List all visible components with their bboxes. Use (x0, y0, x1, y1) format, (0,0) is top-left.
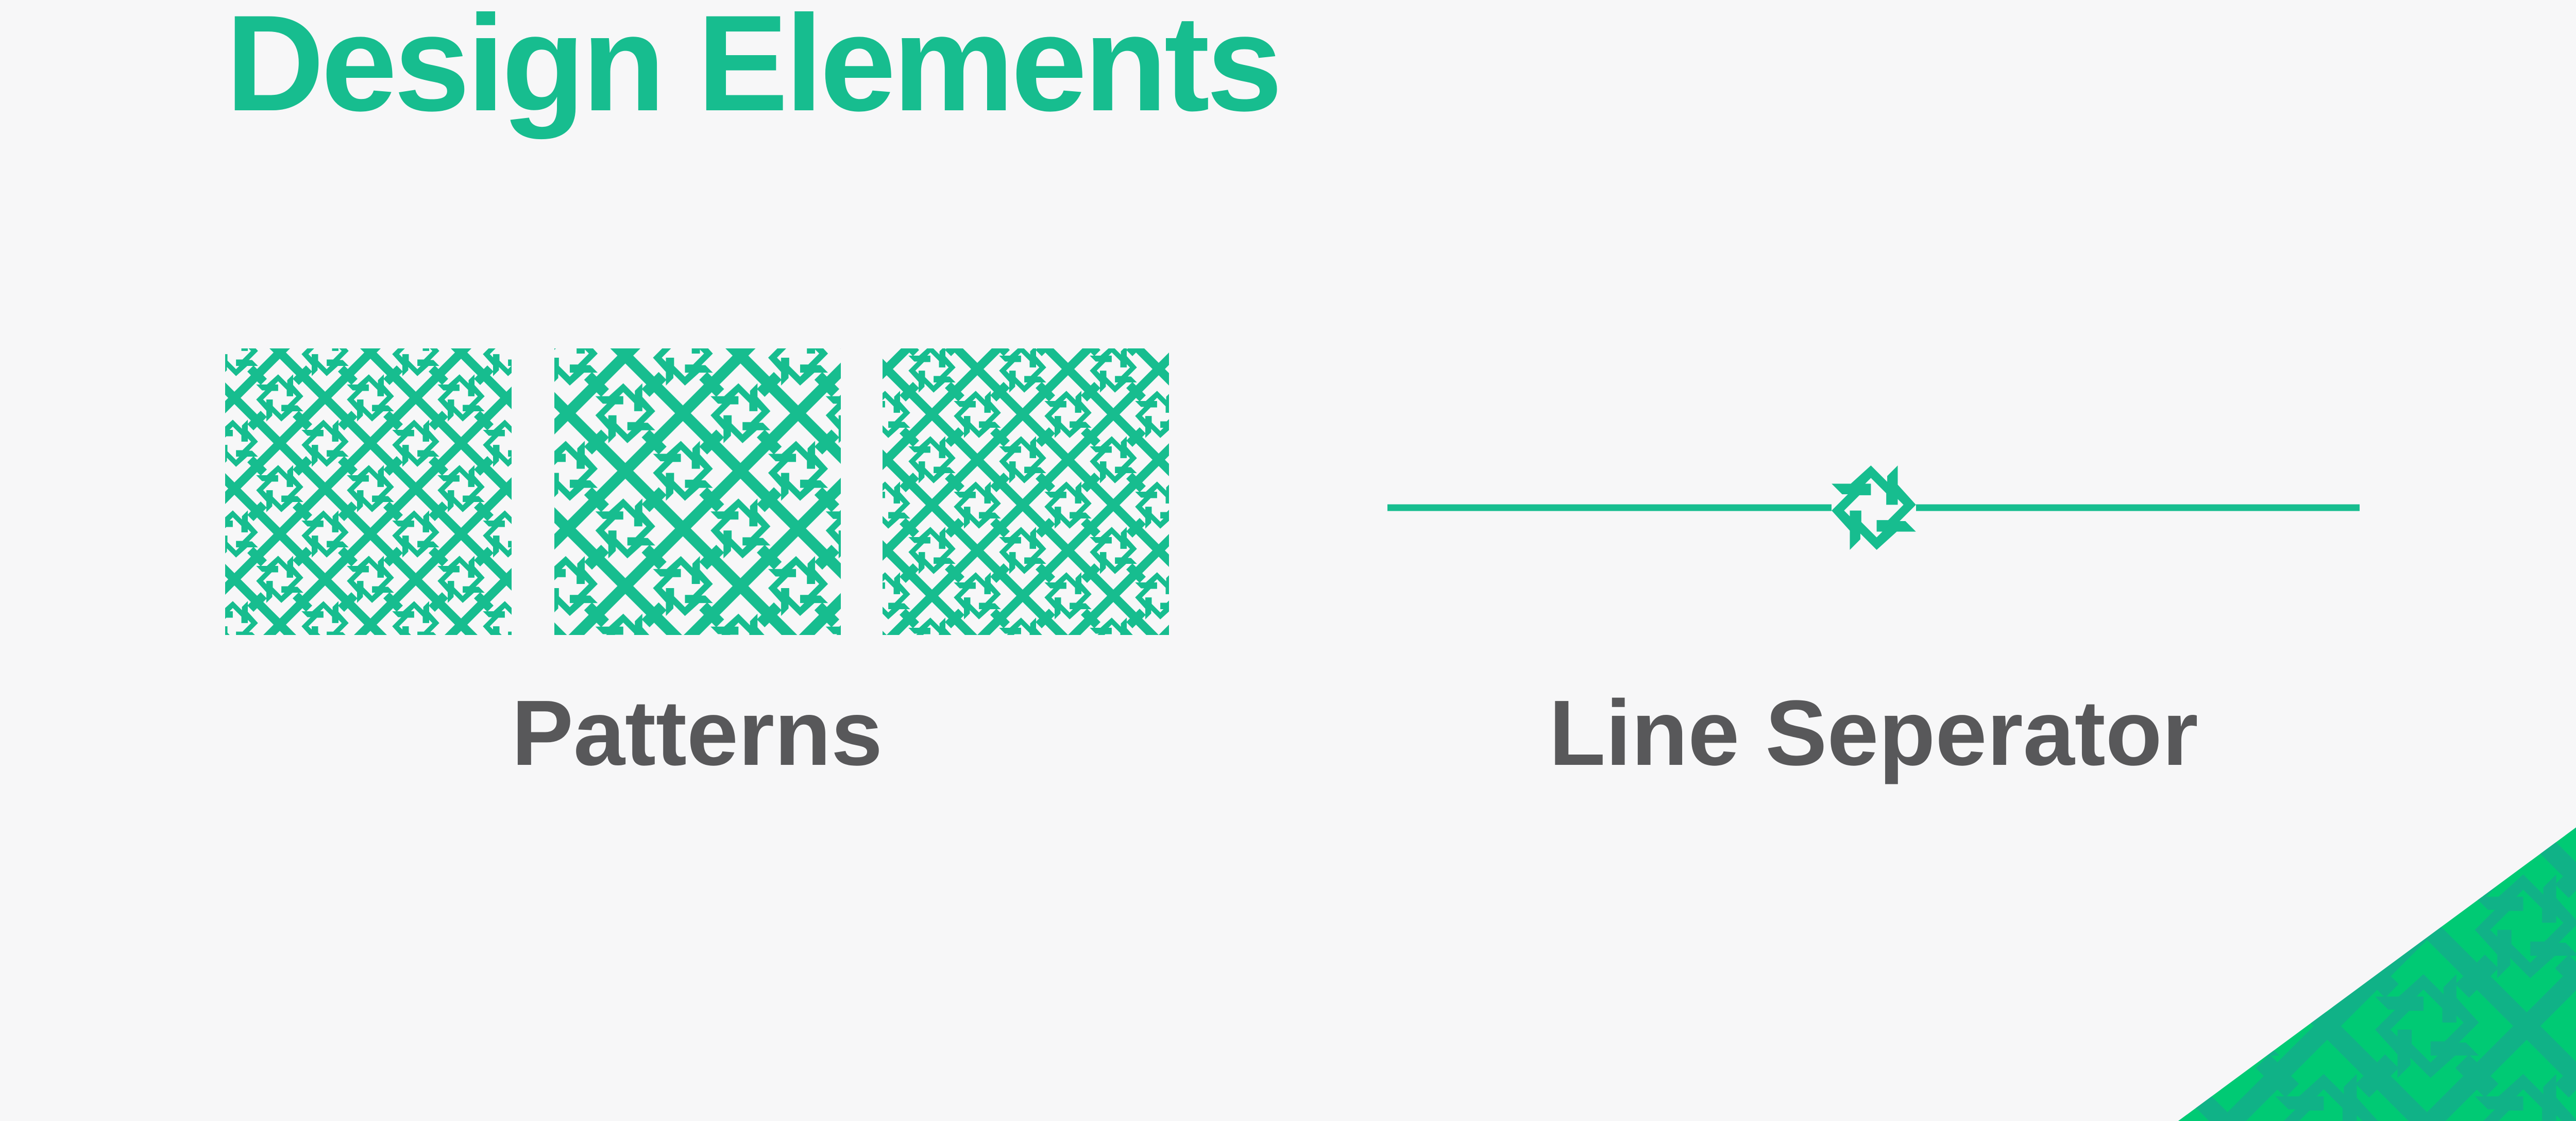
pattern-swatch-3 (883, 348, 1169, 635)
page-title: Design Elements (226, 0, 1282, 140)
patterns-caption: Patterns (511, 681, 883, 785)
separator-caption: Line Seperator (1549, 681, 2198, 785)
star-lattice-pattern-icon (225, 348, 512, 635)
corner-triangle-decoration (2178, 748, 2576, 1121)
corner-pattern-overlay (2178, 748, 2576, 1121)
line-separator (1387, 456, 2360, 559)
eight-point-star-icon (1832, 465, 1916, 550)
star-lattice-pattern-icon (554, 348, 841, 635)
pattern-swatch-1 (225, 348, 512, 635)
pattern-swatch-2 (554, 348, 841, 635)
star-lattice-pattern-icon (883, 348, 1169, 635)
